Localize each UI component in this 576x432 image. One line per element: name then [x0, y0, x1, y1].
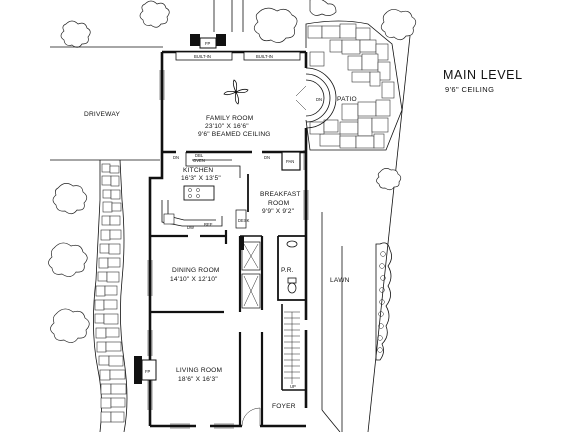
pantry-label: PAN [286, 159, 294, 164]
hall-closets [240, 236, 261, 309]
family-room-dims: 23'10" X 16'6" [205, 123, 249, 130]
patio-door [295, 85, 307, 111]
trees-left [48, 183, 90, 343]
trees-top [60, 0, 417, 48]
patio-stonework [305, 20, 403, 151]
desk-label: DESK [238, 218, 250, 223]
kitchen-counters [161, 152, 247, 229]
left-stone-wall [93, 159, 128, 432]
stairs-up-label: UP [290, 384, 296, 389]
living-room-dims: 18'6" X 16'3" [178, 376, 218, 383]
right-hedge [375, 168, 402, 361]
family-dn-left-label: DN [173, 155, 179, 160]
fireplace-top-label: FP [205, 41, 211, 46]
patio-steps [305, 67, 337, 129]
dining-room-dims: 14'10" X 12'10" [170, 276, 218, 283]
family-room-name: FAMILY ROOM [206, 115, 253, 122]
ceiling-fan-icon [223, 79, 249, 105]
fireplace-living-label: FP [145, 369, 151, 374]
driveway-label: DRIVEWAY [84, 111, 120, 118]
lawn-boundary [321, 35, 411, 432]
powder-room-label: P.R. [281, 267, 294, 274]
family-room-ceiling: 9'6" BEAMED CEILING [198, 131, 271, 138]
lawn-label: LAWN [330, 277, 350, 284]
breakfast-room-name: BREAKFAST [260, 191, 301, 198]
windows [147, 70, 309, 429]
house-walls [148, 34, 308, 428]
kitchen-dims: 16'3" X 13'5" [181, 175, 221, 182]
family-dn-right-label: DN [264, 155, 270, 160]
living-fireplace [134, 356, 157, 384]
powder-room-fixtures [286, 240, 298, 294]
dw-label: DW [187, 225, 194, 230]
built-in-right-label: BUILT-IN [256, 54, 273, 59]
dining-room-name: DINING ROOM [172, 267, 220, 274]
driveway-edges [50, 46, 163, 161]
patio-label: PATIO [337, 96, 357, 103]
road-lines [213, 0, 244, 32]
staircase [284, 311, 300, 384]
patio-dn-label: DN [316, 97, 322, 102]
main-level-title: MAIN LEVEL [443, 68, 523, 82]
ref-label: REF [204, 222, 213, 227]
living-room-name: LIVING ROOM [176, 367, 222, 374]
dbl-oven-label-1: DBL [195, 153, 204, 158]
breakfast-room-dims: 9'9" X 9'2" [262, 208, 295, 215]
dbl-oven-label-2: OVEN [193, 158, 205, 163]
ceiling-height-note: 9'6" CEILING [445, 85, 494, 94]
kitchen-name: KITCHEN [183, 167, 213, 174]
foyer-label: FOYER [272, 403, 296, 410]
front-door [241, 407, 261, 427]
built-in-left-label: BUILT-IN [194, 54, 211, 59]
breakfast-room-name-2: ROOM [268, 200, 289, 207]
